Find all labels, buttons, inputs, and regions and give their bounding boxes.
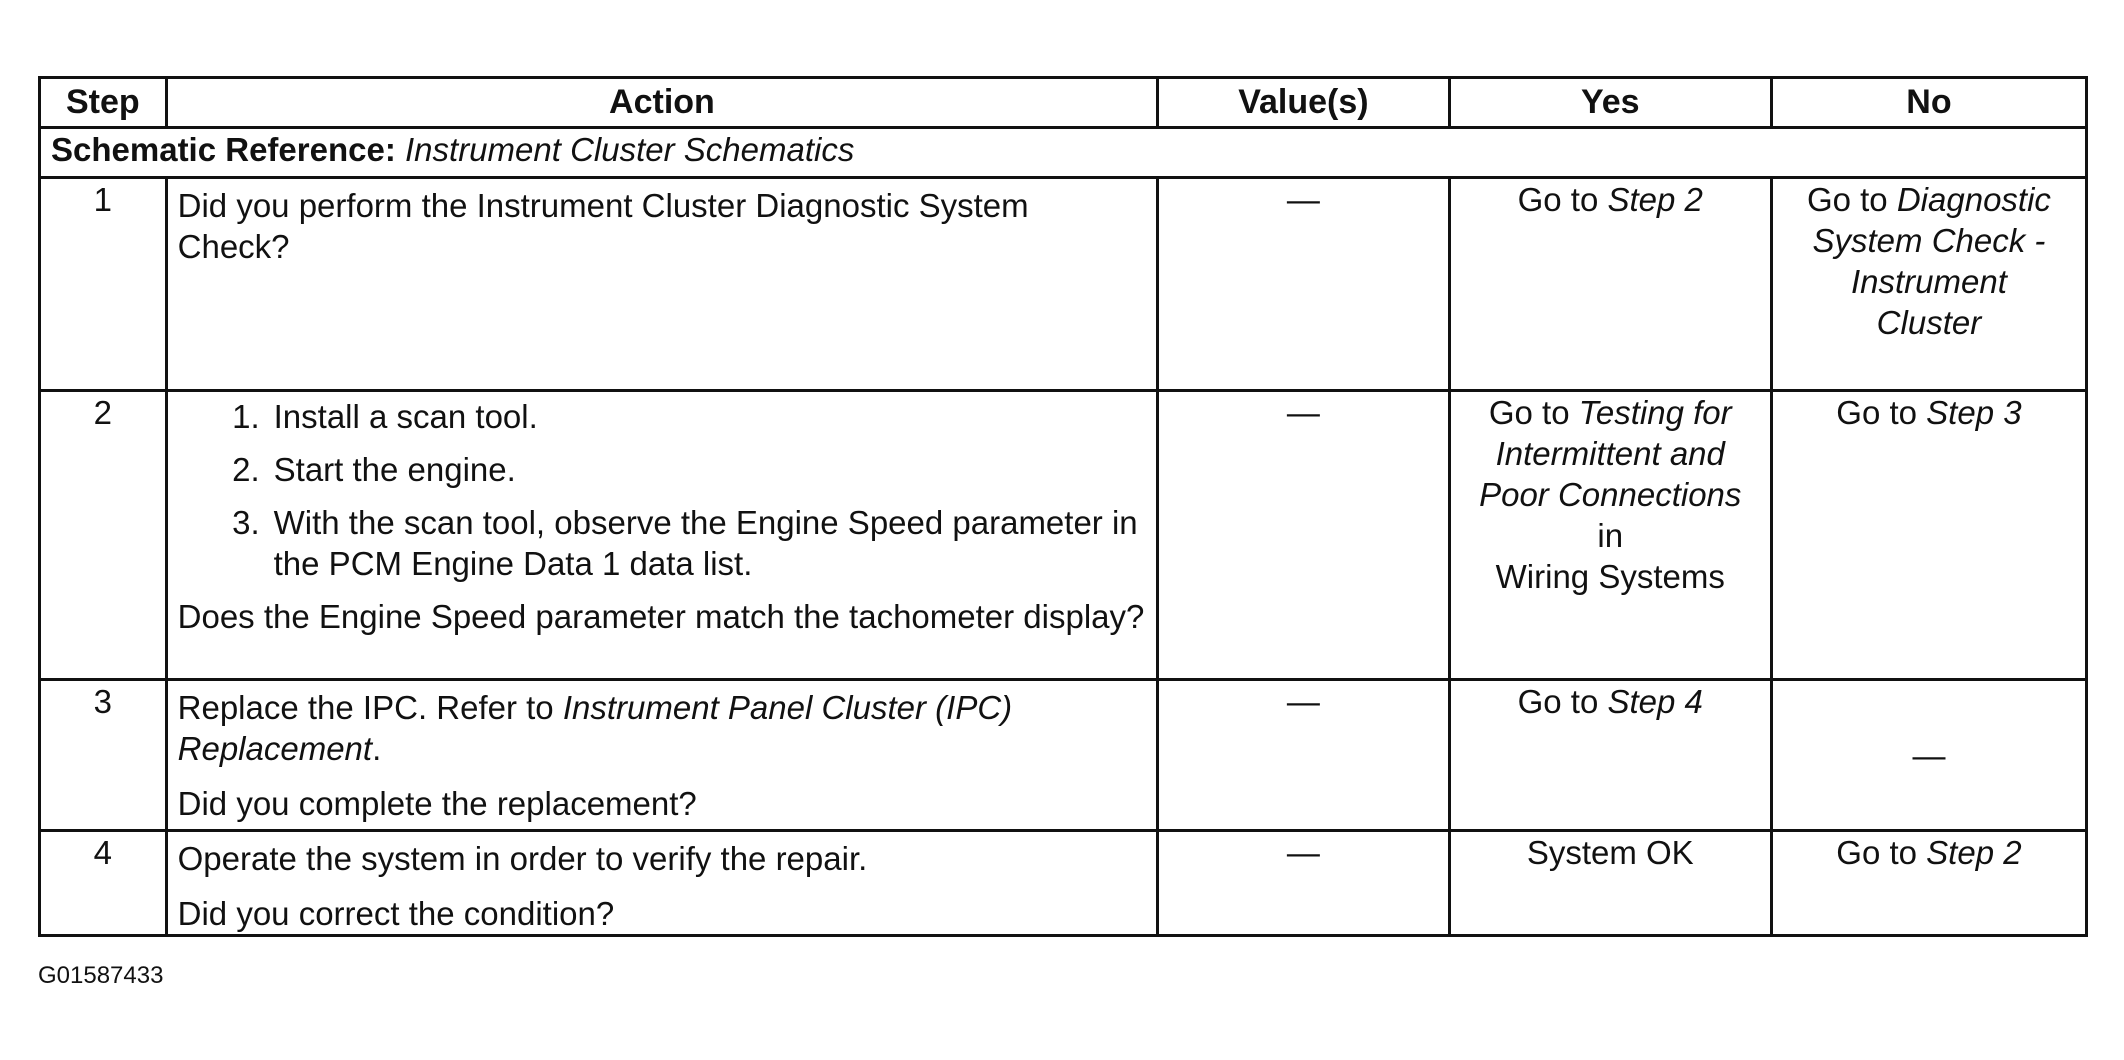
schematic-reference-row: Schematic Reference: Instrument Cluster … <box>38 126 2088 179</box>
no-prefix: Go to <box>1806 181 1888 218</box>
substep-number: 1. <box>232 398 260 435</box>
question-text: Did you correct the condition? <box>177 895 615 932</box>
no-prefix: Go to <box>1836 834 1917 871</box>
no-cell: Go to Step 2 <box>1769 829 2089 937</box>
action-cell: Replace the IPC. Refer to Instrument Pan… <box>164 678 1160 832</box>
action-link[interactable]: Instrument Panel Cluster (IPC) Replaceme… <box>177 689 1013 767</box>
yes-link-line-1[interactable]: Testing for <box>1578 394 1732 431</box>
action-cell: Did you perform the Instrument Cluster D… <box>164 176 1160 392</box>
substep-text: With the scan tool, observe the Engine S… <box>273 504 1138 582</box>
yes-prefix: Go to <box>1488 394 1570 431</box>
value-cell: — <box>1156 678 1451 832</box>
header-row: Step Action Value(s) Yes No <box>38 76 2089 129</box>
substep-item: 1. Install a scan tool. <box>178 396 1147 437</box>
step-number: 1 <box>38 176 168 392</box>
no-link-line-2[interactable]: System Check - <box>1812 222 2046 259</box>
no-link-line-1[interactable]: Diagnostic <box>1896 181 2051 218</box>
diagnostic-table: Step Action Value(s) Yes No Schematic Re… <box>38 76 2089 937</box>
table-row: 2 1. Install a scan tool. 2. Start the eng… <box>38 389 2089 681</box>
yes-prefix: Go to <box>1517 683 1599 720</box>
yes-cell: Go to Testing for Intermittent and Poor … <box>1447 389 1773 681</box>
no-step-link[interactable]: Step 3 <box>1926 394 2022 431</box>
yes-tail: Wiring Systems <box>1495 558 1725 595</box>
value-cell: — <box>1156 829 1451 937</box>
yes-step-link[interactable]: Step 4 <box>1607 683 1703 720</box>
no-step-link[interactable]: Step 2 <box>1926 834 2022 871</box>
header-yes: Yes <box>1447 76 1773 129</box>
header-values: Value(s) <box>1156 76 1451 129</box>
action-text: Operate the system in order to verify th… <box>177 840 868 877</box>
schematic-reference-label: Schematic Reference: <box>51 131 396 168</box>
no-cell: Go to Diagnostic System Check - Instrume… <box>1769 176 2089 392</box>
yes-cell: Go to Step 2 <box>1447 176 1773 392</box>
question-text: Did you complete the replacement? <box>177 785 697 822</box>
value-cell: — <box>1156 389 1451 681</box>
yes-link-line-3[interactable]: Poor Connections <box>1479 476 1742 513</box>
substep-list: 1. Install a scan tool. 2. Start the engin… <box>178 396 1147 584</box>
action-text: Replace the IPC. Refer to Instrument Pan… <box>178 681 1147 769</box>
no-link-line-3[interactable]: Instrument <box>1850 263 2007 300</box>
no-cell: — <box>1769 678 2089 832</box>
schematic-reference-link[interactable]: Instrument Cluster Schematics <box>405 131 855 168</box>
yes-prefix: Go to <box>1517 181 1599 218</box>
table-row: 4 Operate the system in order to verify … <box>38 829 2089 937</box>
substep-item: 3. With the scan tool, observe the Engine… <box>178 502 1147 584</box>
substep-item: 2. Start the engine. <box>178 449 1147 490</box>
action-text: Did you perform the Instrument Cluster D… <box>177 187 1029 265</box>
no-prefix: Go to <box>1836 394 1917 431</box>
question-text: Does the Engine Speed parameter match th… <box>177 598 1145 635</box>
yes-step-link[interactable]: Step 2 <box>1607 181 1703 218</box>
substep-text: Start the engine. <box>273 451 516 488</box>
step-number: 2 <box>38 389 168 681</box>
substep-number: 2. <box>232 451 260 488</box>
action-suffix: . <box>372 730 382 767</box>
figure-id: G01587433 <box>38 962 164 989</box>
step-number: 4 <box>38 829 168 937</box>
yes-cell: System OK <box>1447 829 1773 937</box>
value-cell: — <box>1156 176 1451 392</box>
action-prefix: Replace the IPC. Refer to <box>177 689 554 726</box>
action-cell: 1. Install a scan tool. 2. Start the engin… <box>164 389 1160 681</box>
schematic-reference: Schematic Reference: Instrument Cluster … <box>38 126 2088 179</box>
table-row: 3 Replace the IPC. Refer to Instrument P… <box>38 678 2089 832</box>
yes-link-line-2[interactable]: Intermittent and <box>1495 435 1725 472</box>
header-step: Step <box>38 76 168 129</box>
header-no: No <box>1769 76 2089 129</box>
no-link-line-4[interactable]: Cluster <box>1876 304 1982 341</box>
substep-text: Install a scan tool. <box>273 398 538 435</box>
table-row: 1 Did you perform the Instrument Cluster… <box>38 176 2089 392</box>
no-cell: Go to Step 3 <box>1769 389 2089 681</box>
step-number: 3 <box>38 678 168 832</box>
yes-cell: Go to Step 4 <box>1447 678 1773 832</box>
yes-in: in <box>1597 517 1624 554</box>
substep-number: 3. <box>232 504 260 541</box>
header-action: Action <box>164 76 1160 129</box>
action-cell: Operate the system in order to verify th… <box>164 829 1160 937</box>
